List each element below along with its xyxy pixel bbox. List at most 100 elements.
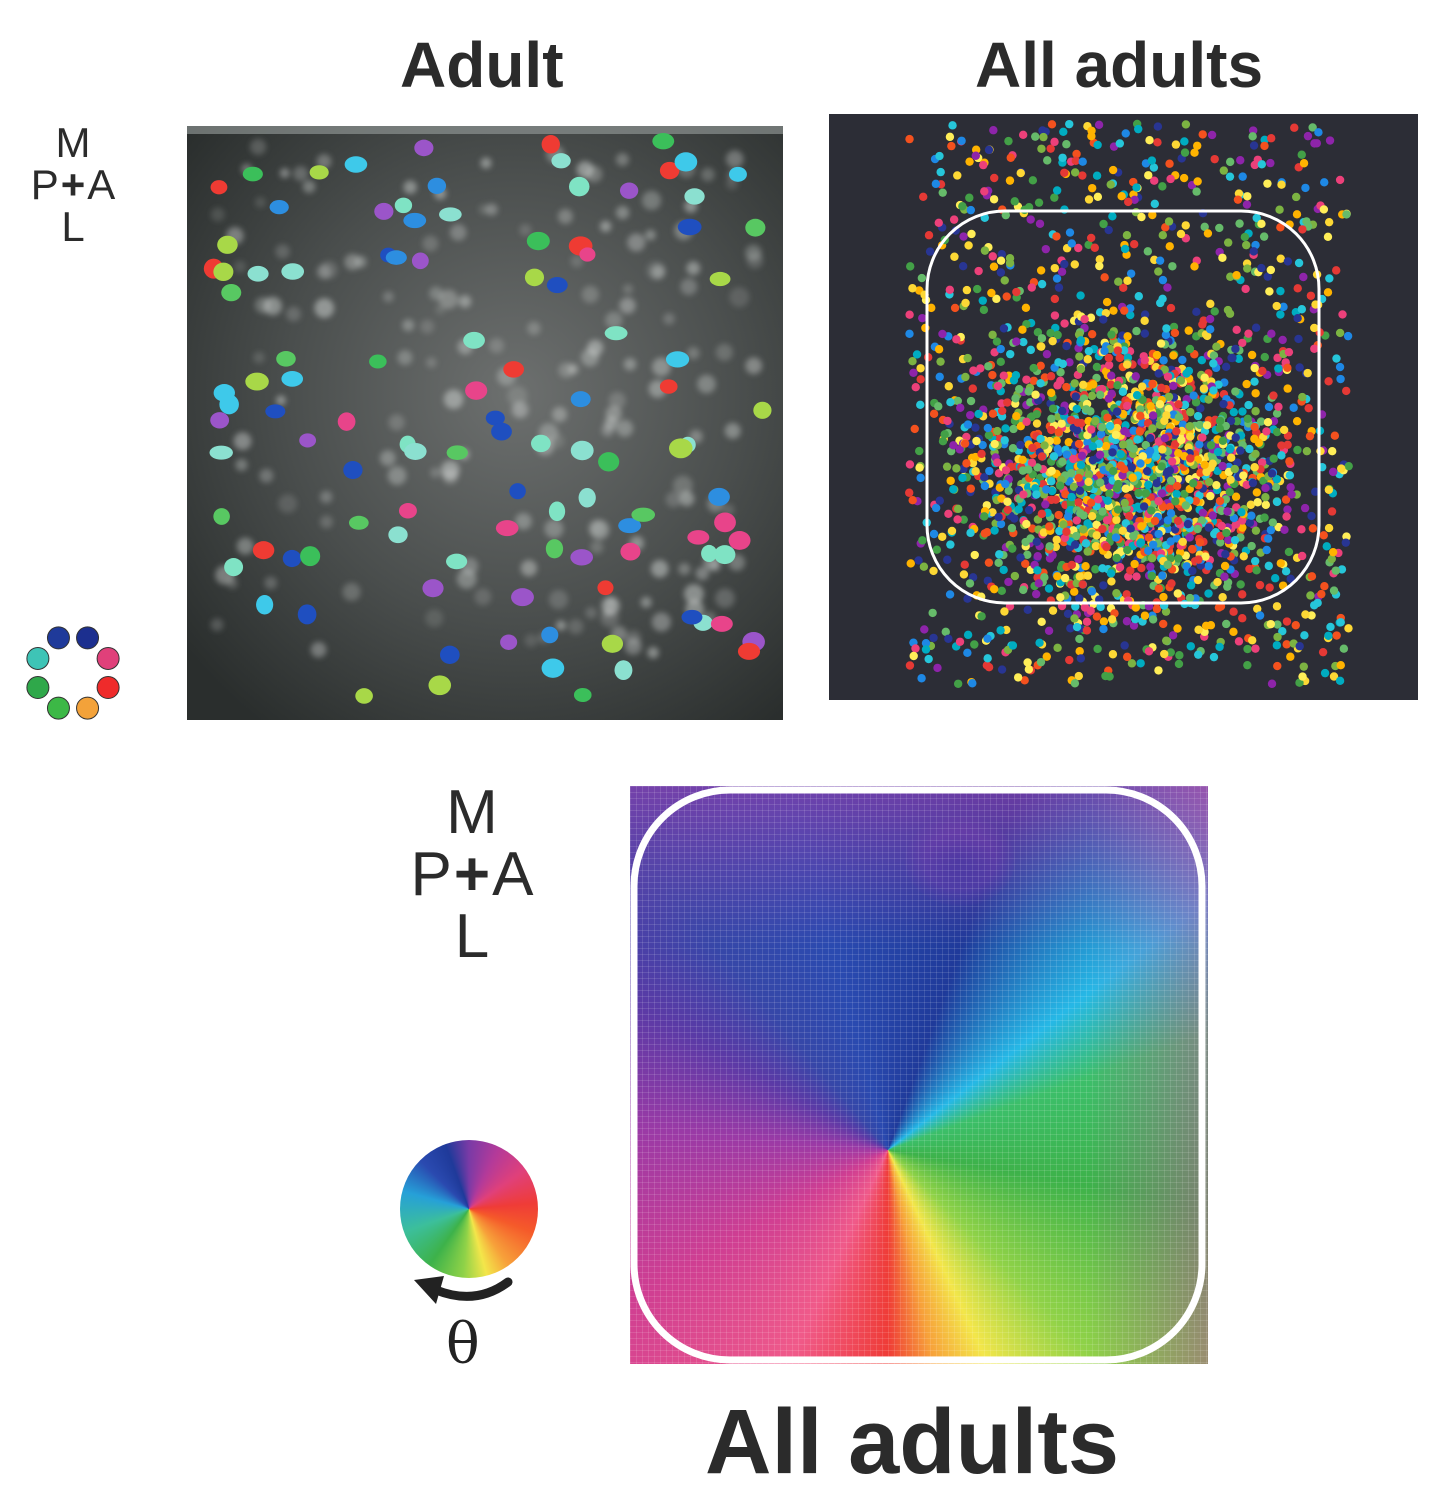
- background-cell-glow: [588, 519, 605, 536]
- cell-dot: [929, 529, 939, 539]
- cell-dot: [1052, 274, 1062, 283]
- cell-dot: [971, 151, 981, 160]
- cell-dot: [1186, 432, 1195, 441]
- labeled-cell: [224, 558, 244, 577]
- cell-dot: [1042, 652, 1051, 661]
- cell-dot: [1121, 519, 1131, 528]
- cell-dot: [1072, 516, 1082, 525]
- cell-dot: [1065, 119, 1074, 129]
- labeled-cell: [541, 626, 559, 644]
- cell-dot: [1065, 655, 1074, 665]
- cell-dot: [1158, 182, 1167, 191]
- cell-dot: [1213, 577, 1222, 587]
- cell-dot: [985, 466, 994, 476]
- cell-dot: [1077, 451, 1087, 460]
- cell-dot: [1221, 362, 1231, 372]
- cell-dot: [1281, 495, 1291, 504]
- cell-dot: [1186, 581, 1196, 590]
- cell-dot: [989, 584, 999, 594]
- cell-dot: [1286, 652, 1295, 661]
- cell-dot: [1254, 438, 1264, 448]
- cell-dot: [965, 579, 975, 588]
- cell-dot: [982, 528, 992, 537]
- background-cell-glow: [420, 319, 435, 334]
- cell-dot: [1129, 531, 1138, 541]
- labeled-cell: [495, 520, 519, 537]
- cell-dot: [984, 558, 994, 567]
- labeled-cell: [524, 268, 545, 287]
- cell-dot: [974, 266, 983, 276]
- cell-dot: [1063, 609, 1073, 619]
- cell-dot: [979, 160, 988, 170]
- cell-dot: [1229, 407, 1238, 417]
- cell-dot: [935, 151, 944, 161]
- cell-dot: [1287, 490, 1296, 499]
- cell-dot: [1189, 479, 1198, 488]
- background-cell-glow: [683, 583, 704, 604]
- cell-dot: [1091, 416, 1100, 426]
- background-cell-glow: [601, 424, 614, 437]
- labeled-cell: [631, 507, 656, 522]
- labeled-cell: [411, 252, 429, 270]
- background-cell-glow: [576, 161, 594, 179]
- cell-dot: [1119, 346, 1129, 355]
- cell-dot: [1026, 345, 1036, 355]
- cell-dot: [1098, 423, 1107, 432]
- cell-dot: [1274, 364, 1283, 373]
- cell-dot: [1161, 636, 1171, 645]
- cell-dot: [1192, 187, 1201, 196]
- cell-dot: [1250, 422, 1259, 432]
- cell-dot: [1134, 292, 1143, 301]
- cell-dot: [1037, 144, 1046, 153]
- cell-dot: [1251, 644, 1260, 653]
- cell-dot: [1272, 474, 1282, 484]
- background-cell-glow: [316, 264, 332, 280]
- labeled-cell: [551, 153, 571, 169]
- cell-dot: [953, 515, 962, 524]
- labeled-cell: [548, 501, 566, 522]
- cell-dot: [1059, 520, 1068, 529]
- cell-dot: [1076, 460, 1086, 470]
- cell-dot: [917, 674, 926, 683]
- cell-dot: [1324, 377, 1333, 386]
- cell-dot: [1201, 552, 1210, 561]
- cell-dot: [1222, 528, 1231, 538]
- cell-dot: [971, 467, 980, 476]
- cell-dot: [1283, 440, 1292, 450]
- cell-dot: [1070, 168, 1080, 177]
- cell-dot: [1014, 505, 1023, 514]
- cell-dot: [1107, 371, 1116, 380]
- labeled-cell: [669, 438, 693, 459]
- cell-dot: [1165, 484, 1175, 493]
- cell-dot: [1008, 641, 1018, 650]
- labeled-cell: [404, 442, 427, 460]
- cell-dot: [1202, 421, 1212, 430]
- cell-dot: [984, 362, 993, 371]
- cell-dot: [1266, 158, 1275, 168]
- cell-dot: [1056, 368, 1065, 377]
- cell-dot: [1084, 477, 1093, 487]
- cell-dot: [1122, 617, 1132, 626]
- cell-dot: [1145, 135, 1154, 145]
- cell-dot: [1204, 561, 1213, 571]
- cell-dot: [1338, 310, 1347, 319]
- cell-dot: [989, 195, 999, 204]
- cell-dot: [1072, 531, 1081, 541]
- cell-dot: [1009, 376, 1019, 385]
- cell-dot: [1130, 195, 1139, 204]
- cell-dot: [1272, 409, 1282, 418]
- background-cell-glow: [663, 313, 675, 325]
- cell-dot: [1073, 418, 1082, 427]
- cell-dot: [1332, 266, 1341, 275]
- cell-dot: [1178, 420, 1188, 429]
- background-cell-glow: [640, 596, 652, 608]
- direction-dot: [76, 696, 100, 720]
- cell-dot: [1216, 538, 1225, 547]
- labeled-cell: [659, 161, 680, 180]
- cell-dot: [1012, 287, 1021, 297]
- cell-dot: [908, 496, 917, 505]
- background-cell-glow: [259, 468, 274, 483]
- cell-dot: [1075, 646, 1084, 656]
- cell-dot: [1003, 497, 1012, 506]
- cell-dot: [994, 469, 1004, 478]
